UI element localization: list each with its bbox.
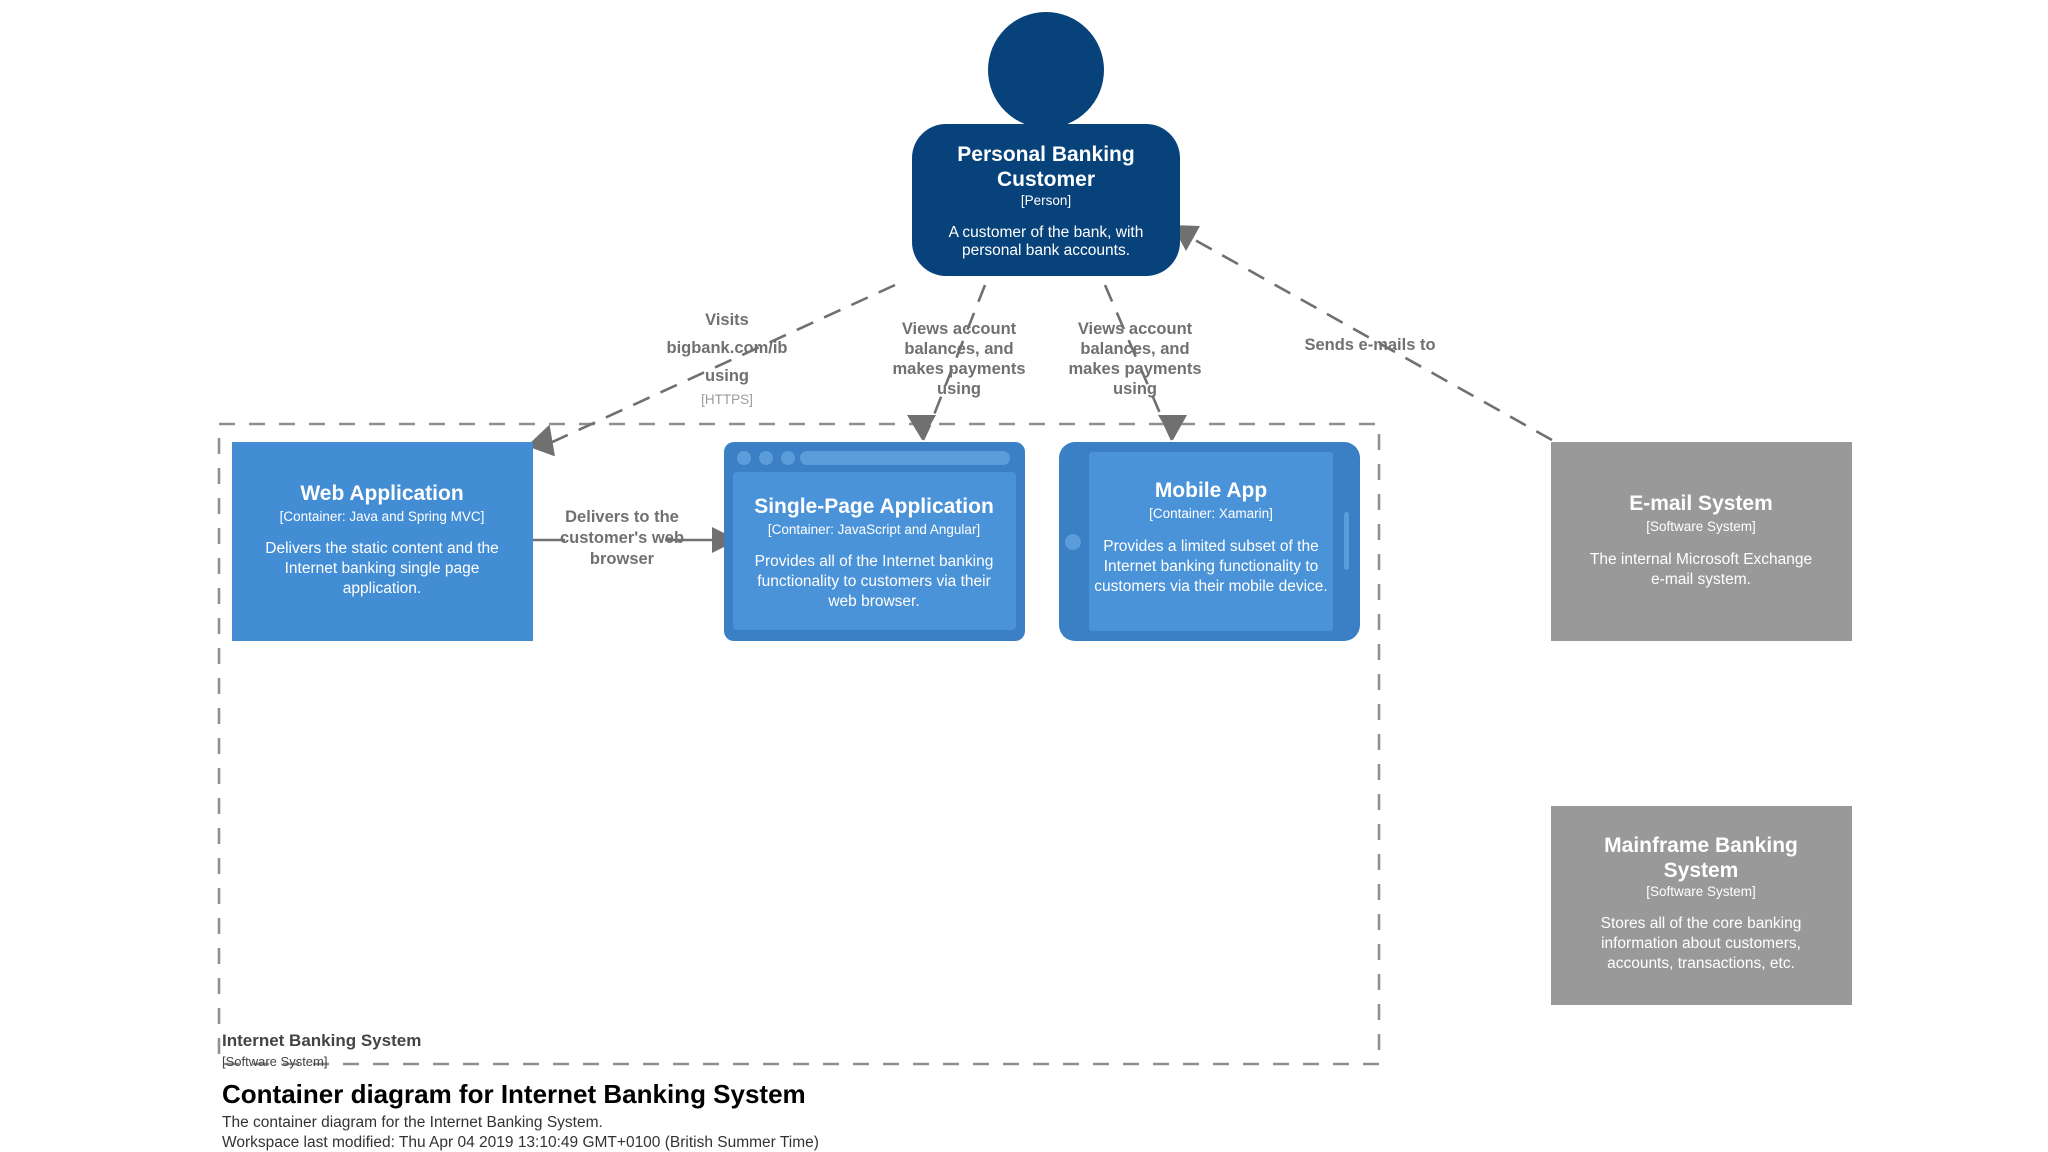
arrow-head-customer-mobile: [1158, 415, 1187, 440]
web-application-desc-line-0: Delivers the static content and the: [265, 540, 499, 557]
person-name-line-0: Personal Banking: [957, 143, 1134, 166]
email-system-box: [1551, 442, 1852, 641]
rel-label-customer-webapp-line-2: using: [705, 367, 749, 385]
rel-line-customer-webapp: [547, 283, 896, 446]
rel-label-customer-spa-line-0: Views account: [902, 320, 1017, 338]
single-page-application-screen: [733, 472, 1016, 630]
mainframe-banking-system-type: [Software System]: [1646, 884, 1756, 899]
person-desc-line-0: A customer of the bank, with: [949, 224, 1144, 241]
browser-dot-icon-3: [781, 451, 795, 465]
rel-label-customer-mobile-line-2: makes payments: [1069, 360, 1202, 378]
mobile-app-screen: [1089, 452, 1333, 631]
person-head-icon: [988, 12, 1104, 128]
mainframe-banking-system-box: [1551, 806, 1852, 1005]
element-email-system[interactable]: E-mail System [Software System] The inte…: [1551, 442, 1852, 641]
web-application-box: [232, 442, 533, 641]
element-mobile-app[interactable]: Mobile App [Container: Xamarin] Provides…: [1059, 442, 1360, 641]
person-name-line-1: Customer: [997, 168, 1095, 191]
rel-line-email-customer: [1194, 238, 1553, 442]
boundary-label-type: [Software System]: [222, 1054, 327, 1069]
email-system-name: E-mail System: [1629, 492, 1773, 515]
web-application-type: [Container: Java and Spring MVC]: [280, 509, 485, 524]
rel-label-customer-mobile-line-1: balances, and: [1080, 340, 1189, 358]
mobile-app-type: [Container: Xamarin]: [1149, 506, 1273, 521]
diagram-last-modified: Workspace last modified: Thu Apr 04 2019…: [222, 1134, 819, 1151]
mobile-app-desc-line-2: customers via their mobile device.: [1094, 578, 1327, 595]
single-page-application-desc-line-1: functionality to customers via their: [757, 573, 990, 590]
element-personal-banking-customer[interactable]: Personal Banking Customer [Person] A cus…: [912, 12, 1180, 276]
boundary-internet-banking-system: [217, 422, 1381, 1066]
rel-label-customer-webapp-line-1: bigbank.com/ib: [666, 339, 787, 357]
rel-label-customer-mobile-line-0: Views account: [1078, 320, 1193, 338]
element-mainframe-banking-system[interactable]: Mainframe Banking System [Software Syste…: [1551, 806, 1852, 1005]
email-system-desc-line-1: e-mail system.: [1651, 571, 1751, 588]
single-page-application-desc-line-2: web browser.: [827, 593, 919, 610]
rel-line-customer-mobile: [1103, 284, 1167, 426]
web-application-desc-line-1: Internet banking single page: [285, 560, 480, 577]
rel-label-webapp-spa-line-1: customer's web: [560, 529, 684, 547]
single-page-application-desc-line-0: Provides all of the Internet banking: [755, 553, 994, 570]
diagram-description: The container diagram for the Internet B…: [222, 1114, 603, 1131]
relationship-customer-to-single-page-application: Views account balances, and makes paymen…: [893, 284, 1026, 441]
diagram-title: Container diagram for Internet Banking S…: [222, 1079, 806, 1109]
boundary-label-name: Internet Banking System: [222, 1031, 421, 1050]
browser-address-bar: [800, 451, 1010, 465]
email-system-desc-line-0: The internal Microsoft Exchange: [1590, 551, 1812, 568]
mobile-speaker-slot-icon: [1344, 512, 1349, 570]
rel-label-customer-webapp-line-0: Visits: [705, 311, 749, 329]
mainframe-banking-system-name-line-0: Mainframe Banking: [1604, 834, 1798, 857]
mainframe-banking-system-desc-line-1: information about customers,: [1601, 935, 1801, 952]
element-web-application[interactable]: Web Application [Container: Java and Spr…: [232, 442, 533, 641]
browser-dot-icon-2: [759, 451, 773, 465]
relationship-customer-to-mobile-app: Views account balances, and makes paymen…: [1069, 284, 1202, 441]
rel-label-customer-mobile-line-3: using: [1113, 380, 1157, 398]
person-type: [Person]: [1021, 193, 1071, 208]
rel-label-customer-spa-line-3: using: [937, 380, 981, 398]
relationship-customer-to-web-application: Visits bigbank.com/ib using [HTTPS]: [526, 283, 896, 457]
mainframe-banking-system-name-line-1: System: [1664, 859, 1739, 882]
arrow-head-customer-spa: [907, 415, 936, 440]
single-page-application-name: Single-Page Application: [754, 495, 994, 518]
element-single-page-application[interactable]: Single-Page Application [Container: Java…: [724, 442, 1025, 641]
mobile-app-desc-line-0: Provides a limited subset of the: [1103, 538, 1318, 555]
relationship-web-application-to-single-page-application: Delivers to the customer's web browser: [533, 508, 738, 568]
person-body-shape: [912, 124, 1180, 276]
mobile-app-name: Mobile App: [1155, 479, 1267, 502]
browser-dot-icon-1: [737, 451, 751, 465]
mainframe-banking-system-desc-line-2: accounts, transactions, etc.: [1607, 955, 1795, 972]
relationship-email-system-to-customer: Sends e-mails to: [1172, 225, 1553, 442]
arrow-head-customer-webapp: [526, 424, 555, 457]
rel-tech-customer-webapp: [HTTPS]: [701, 392, 753, 407]
mainframe-banking-system-desc-line-0: Stores all of the core banking: [1601, 915, 1802, 932]
mobile-app-desc-line-1: Internet banking functionality to: [1104, 558, 1319, 575]
person-desc-line-1: personal bank accounts.: [962, 242, 1130, 259]
rel-label-email-customer: Sends e-mails to: [1304, 336, 1435, 354]
rel-label-webapp-spa-line-2: browser: [590, 550, 655, 568]
web-application-name: Web Application: [300, 482, 463, 505]
rel-label-customer-spa-line-1: balances, and: [904, 340, 1013, 358]
rel-label-webapp-spa-line-0: Delivers to the: [565, 508, 679, 526]
single-page-application-type: [Container: JavaScript and Angular]: [768, 522, 980, 537]
web-application-desc-line-2: application.: [343, 580, 421, 597]
rel-label-customer-spa-line-2: makes payments: [893, 360, 1026, 378]
email-system-type: [Software System]: [1646, 519, 1756, 534]
mobile-home-button-icon: [1065, 534, 1081, 550]
rel-line-customer-spa: [928, 284, 987, 426]
